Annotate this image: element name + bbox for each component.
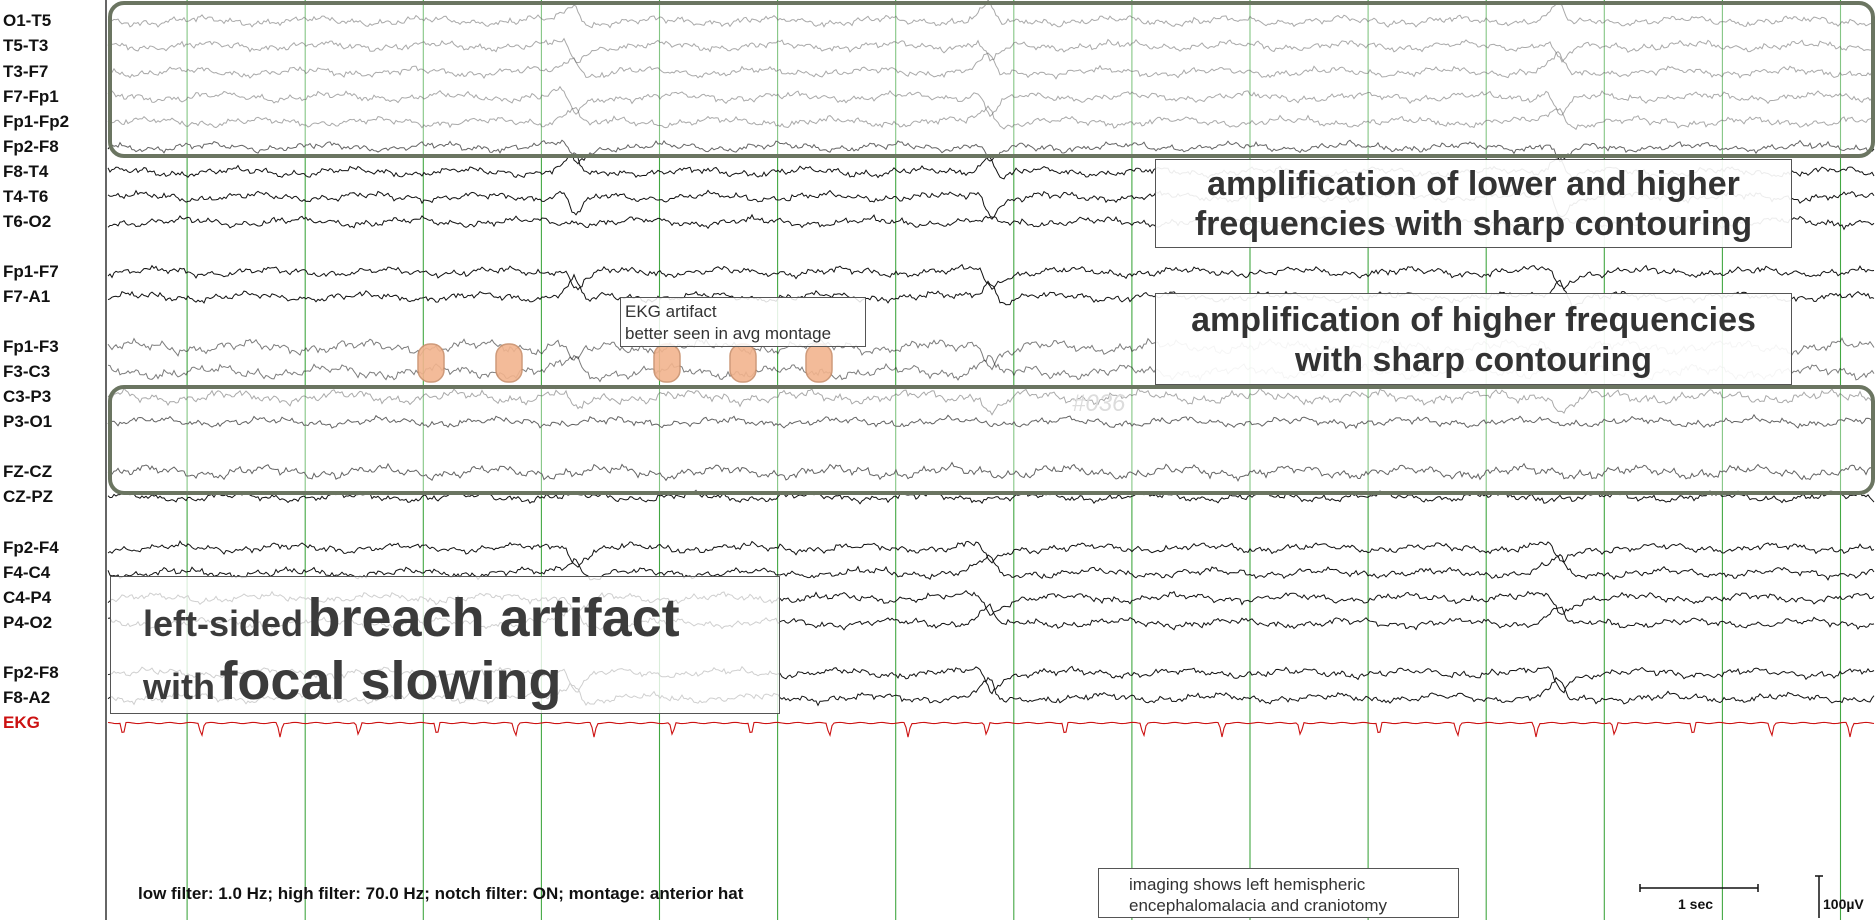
channel-label: T6-O2 bbox=[3, 212, 52, 231]
channel-label: P4-O2 bbox=[3, 613, 53, 632]
time-scale-label: 1 sec bbox=[1678, 896, 1714, 912]
eeg-trace bbox=[107, 413, 1875, 430]
amplitude-scale-label: 100µV bbox=[1823, 896, 1864, 912]
eeg-trace bbox=[107, 139, 1875, 165]
annotation-breach-line2: with focal slowing bbox=[143, 651, 779, 717]
annotation-line: better seen in avg montage bbox=[625, 324, 832, 343]
eeg-trace bbox=[107, 721, 1875, 738]
ekg-marker bbox=[729, 343, 757, 383]
eeg-trace bbox=[107, 553, 1875, 581]
annotation-line: amplification of higher frequencies bbox=[1191, 301, 1756, 339]
filter-settings-text: low filter: 1.0 Hz; high filter: 70.0 Hz… bbox=[138, 884, 744, 903]
annotation-breach-line1: left-sided breach artifact bbox=[143, 585, 779, 651]
eeg-trace bbox=[107, 51, 1875, 80]
eeg-trace bbox=[107, 540, 1875, 568]
outline-box-upper bbox=[108, 1, 1875, 158]
channel-label: CZ-PZ bbox=[3, 487, 54, 506]
annotation-line: imaging shows left hemispheric bbox=[1129, 875, 1366, 894]
channel-label: Fp1-Fp2 bbox=[3, 112, 70, 131]
outline-box-middle bbox=[108, 385, 1875, 495]
channel-label: Fp1-F7 bbox=[3, 262, 59, 281]
channel-label: F8-A2 bbox=[3, 688, 51, 707]
annotation-breach-small-text: left-sided bbox=[143, 603, 304, 644]
annotation-ekg-artifact: EKG artifact better seen in avg montage bbox=[620, 297, 866, 347]
channel-label: F3-C3 bbox=[3, 362, 51, 381]
annotation-breach-artifact: left-sided breach artifact with focal sl… bbox=[110, 576, 780, 714]
channel-label: Fp2-F8 bbox=[3, 663, 59, 682]
eeg-trace bbox=[107, 263, 1875, 291]
ekg-marker bbox=[417, 343, 445, 383]
channel-label: T3-F7 bbox=[3, 62, 49, 81]
channel-label: F4-C4 bbox=[3, 563, 51, 582]
channel-label: F7-Fp1 bbox=[3, 87, 59, 106]
eeg-trace bbox=[107, 387, 1875, 416]
channel-label: F7-A1 bbox=[3, 287, 51, 306]
annotation-higher-frequencies: amplification of higher frequencies with… bbox=[1155, 293, 1792, 385]
annotation-line: with sharp contouring bbox=[1295, 341, 1652, 379]
annotation-breach-large-text: focal slowing bbox=[219, 651, 562, 711]
channel-label: T4-T6 bbox=[3, 187, 49, 206]
annotation-line: EKG artifact bbox=[625, 302, 717, 321]
channel-label: P3-O1 bbox=[3, 412, 53, 431]
channel-label: C4-P4 bbox=[3, 588, 52, 607]
channel-label: EKG bbox=[3, 713, 40, 732]
channel-label: Fp2-F4 bbox=[3, 538, 59, 557]
annotation-line: frequencies with sharp contouring bbox=[1194, 205, 1753, 243]
annotation-lower-higher-frequencies: amplification of lower and higher freque… bbox=[1155, 159, 1792, 248]
channel-label: C3-P3 bbox=[3, 387, 52, 406]
watermark: #036 bbox=[1072, 390, 1126, 417]
channel-label: Fp2-F8 bbox=[3, 137, 59, 156]
channel-label: FZ-CZ bbox=[3, 462, 53, 481]
channel-label: O1-T5 bbox=[3, 11, 52, 30]
annotation-line: amplification of lower and higher bbox=[1207, 165, 1740, 203]
eeg-trace bbox=[107, 461, 1875, 482]
annotation-breach-large-text: breach artifact bbox=[307, 588, 680, 648]
annotation-breach-small-text: with bbox=[143, 666, 215, 707]
annotation-imaging: imaging shows left hemispheric encephalo… bbox=[1098, 868, 1459, 918]
eeg-trace bbox=[107, 37, 1875, 64]
eeg-trace bbox=[107, 85, 1875, 118]
ekg-marker bbox=[805, 343, 833, 383]
ekg-marker bbox=[495, 343, 523, 383]
ekg-marker bbox=[653, 343, 681, 383]
channel-label: F8-T4 bbox=[3, 162, 49, 181]
channel-label: Fp1-F3 bbox=[3, 337, 59, 356]
eeg-trace bbox=[107, 489, 1875, 505]
channel-label: T5-T3 bbox=[3, 36, 49, 55]
eeg-trace bbox=[107, 105, 1875, 131]
annotation-line: encephalomalacia and craniotomy bbox=[1129, 896, 1387, 915]
